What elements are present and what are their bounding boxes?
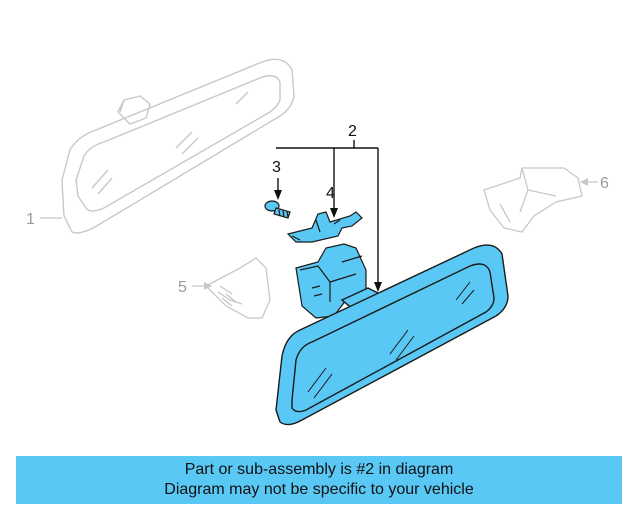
- leader-6-arrowhead: [580, 178, 588, 186]
- screw-part-3: [264, 200, 291, 219]
- callout-2: 2: [348, 123, 357, 140]
- leader-2: [276, 140, 379, 286]
- callout-4: 4: [326, 185, 335, 202]
- leader-5-arrowhead: [204, 282, 212, 290]
- callout-5: 5: [178, 279, 187, 296]
- banner-line-2: Diagram may not be specific to your vehi…: [164, 481, 474, 498]
- banner-line-1: Part or sub-assembly is #2 in diagram: [184, 461, 454, 478]
- highlighted-rear-view-mirror: [275, 244, 509, 426]
- callout-1: 1: [26, 211, 35, 228]
- callout-6: 6: [600, 175, 609, 192]
- notice-banner: Part or sub-assembly is #2 in diagram Di…: [16, 456, 622, 504]
- ghost-mirror-part-1: [61, 58, 295, 234]
- mount-bracket: [295, 243, 367, 319]
- leader-3-arrowhead: [274, 190, 282, 200]
- leader-2-arrowhead: [374, 282, 382, 292]
- callout-3: 3: [272, 159, 281, 176]
- bracket-part-4: [286, 211, 363, 243]
- ghost-cover-part-5: [204, 257, 271, 319]
- parts-diagram: 1 2 3 4: [26, 58, 609, 426]
- ghost-cover-part-6: [483, 167, 583, 233]
- leader-4-arrowhead: [330, 208, 338, 218]
